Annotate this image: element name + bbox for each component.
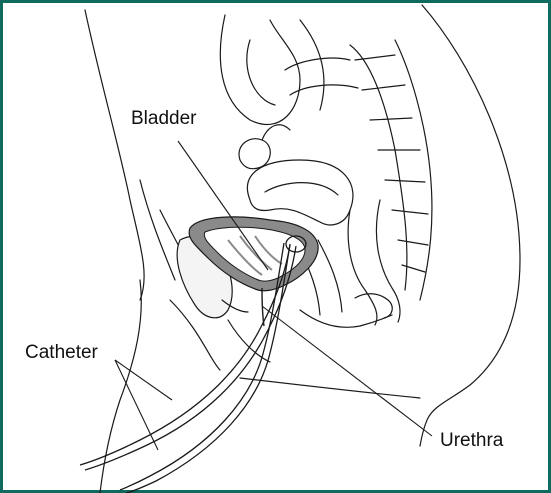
abdomen-outline — [85, 10, 144, 300]
intestine-loop — [220, 15, 300, 124]
rectum-anterior — [348, 210, 377, 325]
back-outline — [420, 5, 520, 446]
catheter-leader-line-1 — [115, 360, 172, 400]
label-catheter: Catheter — [25, 343, 98, 362]
uterine-cavity — [265, 183, 338, 195]
perineum-line — [300, 310, 392, 327]
label-bladder: Bladder — [131, 109, 197, 128]
left-leg-outline — [100, 280, 141, 493]
thigh-contour — [240, 378, 420, 398]
vagina-posterior — [318, 240, 342, 312]
label-urethra: Urethra — [440, 431, 503, 450]
fallopian-tube — [262, 125, 290, 140]
catheter-leader-line-2 — [115, 360, 158, 450]
uterus — [247, 160, 353, 225]
labia-line — [228, 320, 270, 362]
urethra-leader-line — [262, 306, 432, 436]
intestine-fold — [247, 40, 275, 105]
intestine-outline — [300, 20, 324, 110]
vertebra-segments — [355, 55, 428, 272]
ovary — [239, 139, 270, 169]
spine-posterior — [395, 40, 432, 300]
rectum-posterior — [376, 200, 400, 322]
